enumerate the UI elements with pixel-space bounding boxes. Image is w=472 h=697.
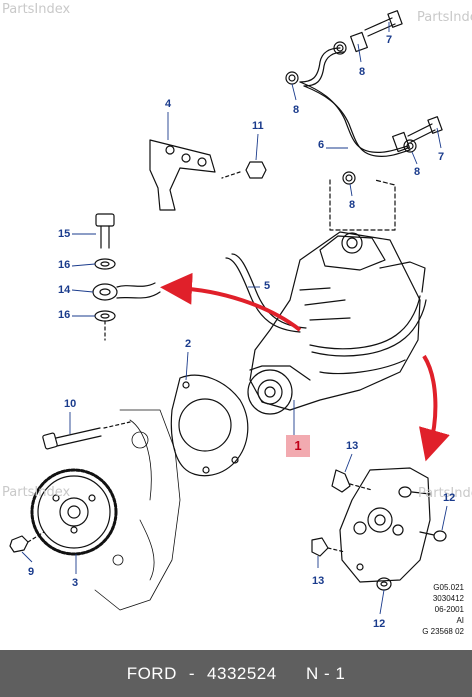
watermark-mid-left: PartsIndex: [2, 485, 71, 500]
exploded-parts-diagram: PartsIndex PartsIndex PartsIndex PartsIn…: [2, 2, 472, 637]
bracket-part: [149, 139, 216, 211]
callout-8-left: 8: [293, 104, 300, 116]
drawing-reference-block: G05.021 3030412 06-2001 AI G 23568 02: [422, 582, 464, 637]
callout-6: 6: [318, 139, 325, 151]
callout-5: 5: [264, 280, 271, 292]
footer-brand: FORD: [126, 664, 177, 683]
injection-pipe-upper: [285, 10, 443, 185]
footer-part-number: 4332524: [207, 664, 277, 683]
callout-11: 11: [252, 120, 264, 132]
injection-pump: [225, 231, 427, 415]
bolt-11: [221, 161, 267, 179]
callout-2: 2: [185, 338, 192, 350]
ref-line-1: G05.021: [433, 583, 464, 592]
footer-separator: -: [188, 664, 196, 683]
bolt-stack-left: [92, 213, 161, 341]
callout-13-upper: 13: [346, 440, 359, 452]
sprocket: [30, 468, 118, 556]
watermark-top-left: PartsIndex: [2, 2, 71, 17]
part-footer-bar: FORD-4332524 N - 1: [0, 650, 472, 697]
mounting-plate: [311, 467, 447, 591]
callout-7-top: 7: [386, 34, 393, 46]
callout-4: 4: [165, 98, 172, 110]
callout-1-highlight[interactable]: 1: [286, 435, 310, 457]
callout-8-right: 8: [414, 166, 421, 178]
callout-9: 9: [28, 566, 35, 578]
watermark-mid-right: PartsIndex: [418, 486, 472, 501]
footer-position: N - 1: [305, 664, 346, 683]
callout-14: 14: [58, 284, 71, 296]
ref-line-4: AI: [456, 616, 464, 625]
callout-16-lower: 16: [58, 309, 71, 321]
engine-housing: [94, 409, 181, 611]
callout-3: 3: [72, 577, 79, 589]
flow-arrows: [160, 272, 450, 462]
bolt-9: [9, 531, 45, 553]
diagram-drawing: [9, 10, 450, 615]
ref-line-5: G 23568 02: [422, 627, 464, 636]
callout-12-right: 12: [443, 492, 456, 504]
ref-line-2: 3030412: [432, 594, 464, 603]
ref-line-3: 06-2001: [434, 605, 464, 614]
callout-10: 10: [64, 398, 77, 410]
watermark-top-right: PartsIndex: [417, 10, 472, 25]
callout-13-lower: 13: [312, 575, 325, 587]
callout-15: 15: [58, 228, 71, 240]
callout-16-upper: 16: [58, 259, 71, 271]
callout-8-lower: 8: [349, 199, 356, 211]
bolt-10: [42, 421, 131, 450]
gasket: [170, 374, 249, 477]
callout-7-right: 7: [438, 151, 445, 163]
callout-12-lower: 12: [373, 618, 386, 630]
callout-8-upper: 8: [359, 66, 366, 78]
